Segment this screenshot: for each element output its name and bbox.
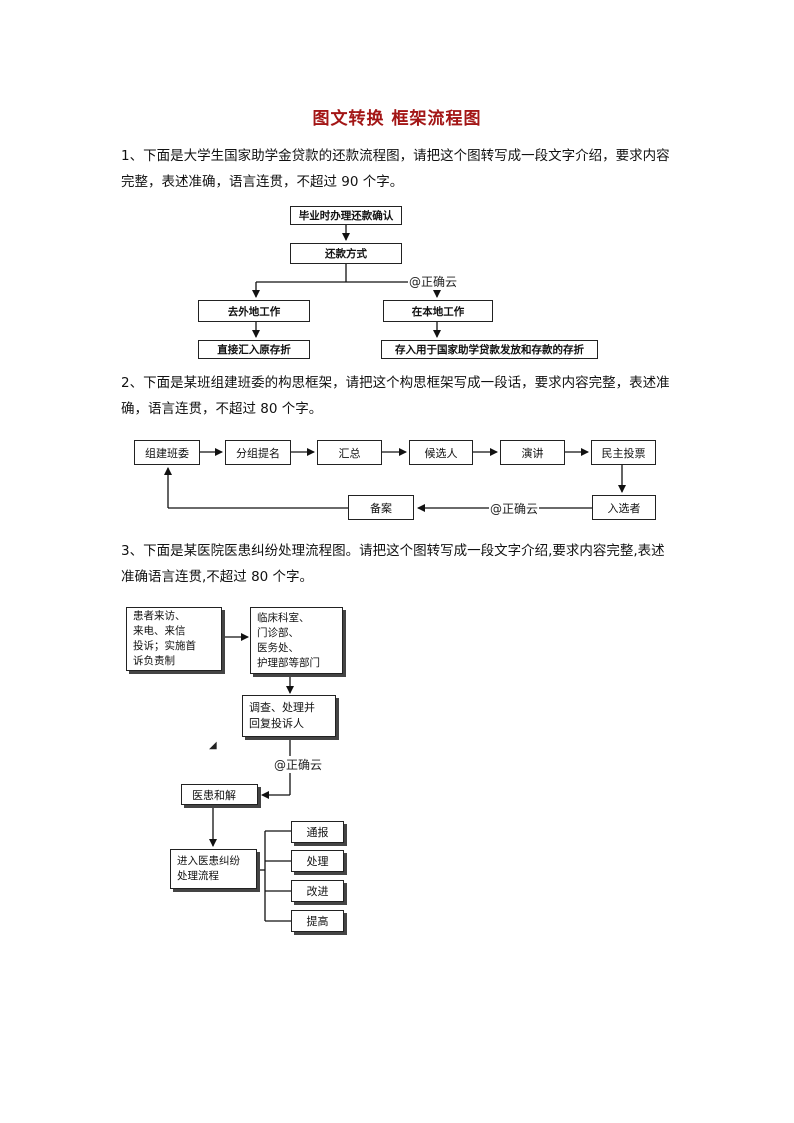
flow3-node-enhance: 提高	[291, 910, 344, 932]
stray-mark-icon: ◢	[209, 740, 217, 751]
flow2-node-vote: 民主投票	[591, 440, 656, 465]
flow2-node-file-record: 备案	[348, 495, 414, 520]
flow3-node-dispute-process: 进入医患纠纷 处理流程	[170, 849, 257, 889]
flow2-node-speech: 演讲	[500, 440, 565, 465]
flow2-node-candidates: 候选人	[409, 440, 473, 465]
flow3-node-notify: 通报	[291, 821, 344, 843]
question-1-text: 1、下面是大学生国家助学金贷款的还款流程图，请把这个图转写成一段文字介绍，要求内…	[121, 148, 670, 190]
flow2-node-form-committee: 组建班委	[134, 440, 200, 465]
flow3-node-handle: 处理	[291, 850, 344, 872]
flow1-node-direct-deposit: 直接汇入原存折	[198, 340, 310, 359]
flow3-node-reconcile: 医患和解	[181, 784, 258, 805]
watermark: @正确云	[489, 500, 540, 517]
flow1-node-loan-passbook: 存入用于国家助学贷款发放和存款的存折	[381, 340, 598, 359]
flow3-node-complaint: 患者来访、 来电、来信 投诉；实施首 诉负责制	[126, 607, 222, 671]
flow3-node-investigate: 调查、处理并 回复投诉人	[242, 695, 336, 737]
flow3-node-improve: 改进	[291, 880, 344, 902]
flow2-node-group-nominate: 分组提名	[225, 440, 291, 465]
flow1-node-local: 在本地工作	[383, 300, 493, 322]
flow2-node-summarize: 汇总	[317, 440, 382, 465]
flow3-node-departments: 临床科室、 门诊部、 医务处、 护理部等部门	[250, 607, 343, 674]
flow1-node-other-city: 去外地工作	[198, 300, 310, 322]
watermark: @正确云	[408, 273, 459, 290]
watermark: @正确云	[273, 756, 324, 773]
page-title: 图文转换 框架流程图	[312, 109, 482, 129]
question-3-text: 3、下面是某医院医患纠纷处理流程图。请把这个图转写成一段文字介绍,要求内容完整,…	[121, 543, 665, 585]
flow1-node-method: 还款方式	[290, 243, 402, 264]
flow2-node-elected: 入选者	[592, 495, 656, 520]
flow1-node-confirm: 毕业时办理还款确认	[290, 206, 402, 225]
question-2-text: 2、下面是某班组建班委的构思框架，请把这个构思框架写成一段话，要求内容完整，表述…	[121, 375, 670, 417]
